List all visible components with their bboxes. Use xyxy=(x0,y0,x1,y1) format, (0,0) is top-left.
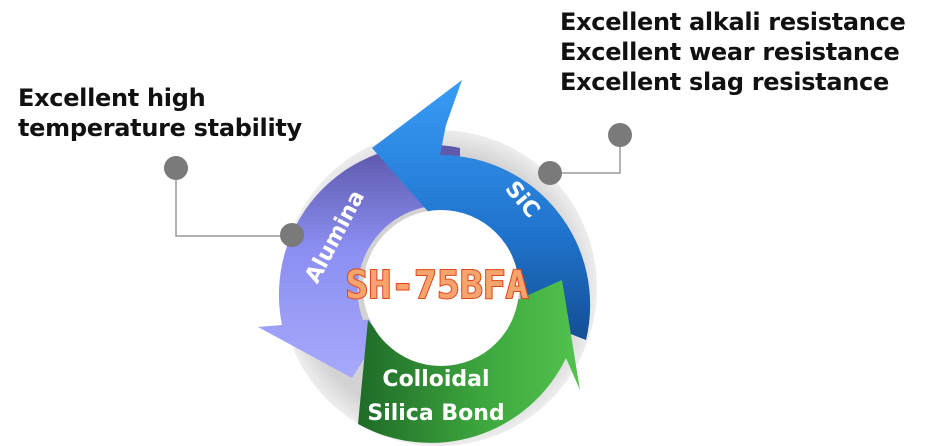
right-callout-line: Excellent alkali resistance xyxy=(560,8,906,36)
left-callout-dot xyxy=(164,156,188,180)
left-callout-line: temperature stability xyxy=(18,114,302,142)
right-callout-dot xyxy=(608,123,632,147)
center-product-label: SH-75BFA xyxy=(345,263,528,307)
left-connector-line xyxy=(175,168,292,237)
right-callout-line: Excellent wear resistance xyxy=(560,38,900,66)
alumina-marker-dot xyxy=(280,223,304,247)
sic-marker-dot xyxy=(538,161,562,185)
right-connector-line xyxy=(550,135,621,174)
bond-label-line2: Silica Bond xyxy=(367,401,504,426)
right-callout-line: Excellent slag resistance xyxy=(560,68,889,96)
left-callout: Excellent high temperature stability xyxy=(18,83,302,143)
bond-segment xyxy=(358,280,580,443)
right-callout: Excellent alkali resistance Excellent we… xyxy=(560,7,906,97)
bond-label-line1: Colloidal xyxy=(382,367,489,392)
sic-segment xyxy=(372,80,591,340)
ring-center xyxy=(363,210,519,366)
left-callout-line: Excellent high xyxy=(18,84,206,112)
alumina-segment xyxy=(258,144,460,378)
